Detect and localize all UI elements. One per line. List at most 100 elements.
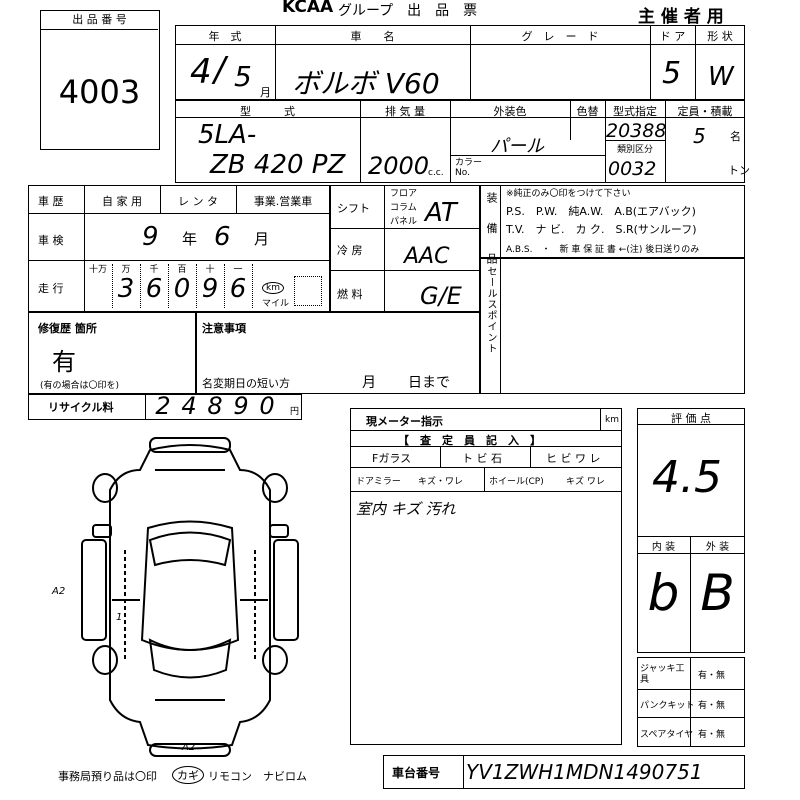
inspector-box <box>350 408 622 745</box>
digit-label: 千 <box>149 265 159 275</box>
capacity-value: 5 <box>693 124 706 148</box>
recycle-digit: 0 <box>259 392 275 420</box>
row2-sub-line <box>605 140 665 141</box>
tools-vdiv <box>690 657 691 747</box>
exterior-label: 外 装 <box>705 542 730 553</box>
history-box <box>28 185 330 312</box>
row2-div-c <box>570 100 571 140</box>
sales-point-label: セールスポイント <box>485 266 496 354</box>
shift-opt-panel: パネル <box>390 217 418 227</box>
interior-label: 内 装 <box>651 542 676 553</box>
interior-value: b <box>647 564 680 622</box>
shift-opt-floor: フロア <box>390 189 418 199</box>
row1-div-a <box>275 25 276 100</box>
wheel-label: ホイール(CP) <box>489 477 544 487</box>
ac-label: 冷 房 <box>337 244 363 257</box>
color-no-label: カラー No. <box>455 158 483 178</box>
repair-box <box>28 312 196 394</box>
color-value: パール <box>490 136 544 157</box>
fuel-value: G/E <box>420 282 462 310</box>
category-label: 類別区分 <box>616 145 653 155</box>
organizer-label: 主 催 者 用 <box>638 7 724 27</box>
score-vdiv <box>690 536 691 653</box>
score-box <box>637 408 745 653</box>
ac-value: AAC <box>404 244 450 269</box>
color-label: 外装色 <box>493 105 527 118</box>
doors-value: 5 <box>662 56 682 91</box>
grade-label: グ レ ー ド <box>521 30 599 43</box>
recycle-digit: 2 <box>155 392 171 420</box>
meter-label: 現メーター指示 <box>366 415 443 428</box>
history-opt-private: 自 家 用 <box>102 195 142 208</box>
recycle-digit: 9 <box>233 392 249 420</box>
crack-label: ヒ ビ ワ レ <box>546 452 601 465</box>
ton-unit: トン <box>728 164 750 177</box>
chassis-label: 車台番号 <box>392 766 441 780</box>
mile-label: マイル <box>262 299 290 309</box>
score-line3 <box>637 553 745 554</box>
diagram-mark-door: 1 <box>116 612 123 623</box>
tool-value-jack: 有・無 <box>698 671 726 681</box>
digit-label: 万 <box>121 265 131 275</box>
equipment-line1: P.S. P.W. 純A.W. A.B(エアバック) <box>506 205 696 218</box>
digit-sep <box>196 264 198 308</box>
capacity-unit: 名 <box>730 130 741 143</box>
repair-value: 有 <box>52 348 76 376</box>
row1-div-b <box>470 25 471 100</box>
inspector-line1 <box>350 446 622 447</box>
mileage-label: 走 行 <box>38 282 64 295</box>
inspection-year-unit: 年 <box>182 230 198 248</box>
recycle-yen: 円 <box>290 407 300 417</box>
inspector-vdiv3 <box>484 467 485 491</box>
mile-box <box>294 276 322 306</box>
row2-box <box>175 100 745 183</box>
mileage-digit: 3 <box>117 274 135 304</box>
group-title: グループ 出 品 票 <box>338 3 478 19</box>
month-unit: 月 <box>260 86 271 99</box>
model-line2: ZB 420 PZ <box>210 150 346 180</box>
mech-box <box>330 185 480 312</box>
category-value: 0032 <box>608 158 657 180</box>
digit-label: 百 <box>177 265 187 275</box>
expiry-day-unit: 日まで <box>408 375 450 391</box>
f-glass-label: Fガラス <box>372 452 412 465</box>
inspector-vdiv1 <box>440 446 441 467</box>
inspector-header: 【 査 定 員 記 入 】 <box>398 434 541 447</box>
digit-sep <box>252 264 254 308</box>
caution-label: 注意事項 <box>202 322 246 335</box>
equipment-box <box>480 185 745 258</box>
equipment-label: 装 備 品 <box>485 192 498 272</box>
tool-label-spare: スペアタイヤ <box>640 730 694 740</box>
color-change-label: 色替 <box>576 105 599 118</box>
caution-box <box>196 312 480 394</box>
recycle-div <box>145 394 146 420</box>
shift-label: シフト <box>337 202 370 215</box>
inspection-month-unit: 月 <box>254 230 270 248</box>
tools-box <box>637 657 745 747</box>
repair-note: (有の場合は〇印を) <box>40 381 120 391</box>
inspector-vdiv2 <box>530 446 531 467</box>
short-expiry-label: 名変期日の短い方 <box>202 377 290 390</box>
meter-line <box>350 430 622 431</box>
row2-header-line <box>175 117 745 118</box>
tool-value-puncture: 有・無 <box>698 701 726 711</box>
inspector-line2 <box>350 467 622 468</box>
tool-value-spare: 有・無 <box>698 730 726 740</box>
tools-line2 <box>637 717 745 718</box>
row1-div-d <box>695 25 696 100</box>
tool-label-puncture: パンクキット <box>640 701 695 711</box>
footer-key: カギ <box>172 766 204 784</box>
mileage-digit: 9 <box>201 274 219 304</box>
year-slash: / <box>214 50 226 90</box>
brand: KCAA <box>282 0 334 17</box>
recycle-digits: 2 4 8 9 0 <box>150 392 290 420</box>
shape-value: W <box>708 62 734 92</box>
chassis-box <box>383 755 745 789</box>
exterior-value: B <box>700 564 735 622</box>
inspection-year: 9 <box>142 222 159 252</box>
digit-sep <box>140 264 142 308</box>
year-value: 4 <box>190 52 212 92</box>
row1-box <box>175 25 745 100</box>
displacement-label: 排 気 量 <box>385 105 425 118</box>
recycle-label: リサイクル料 <box>48 401 114 414</box>
